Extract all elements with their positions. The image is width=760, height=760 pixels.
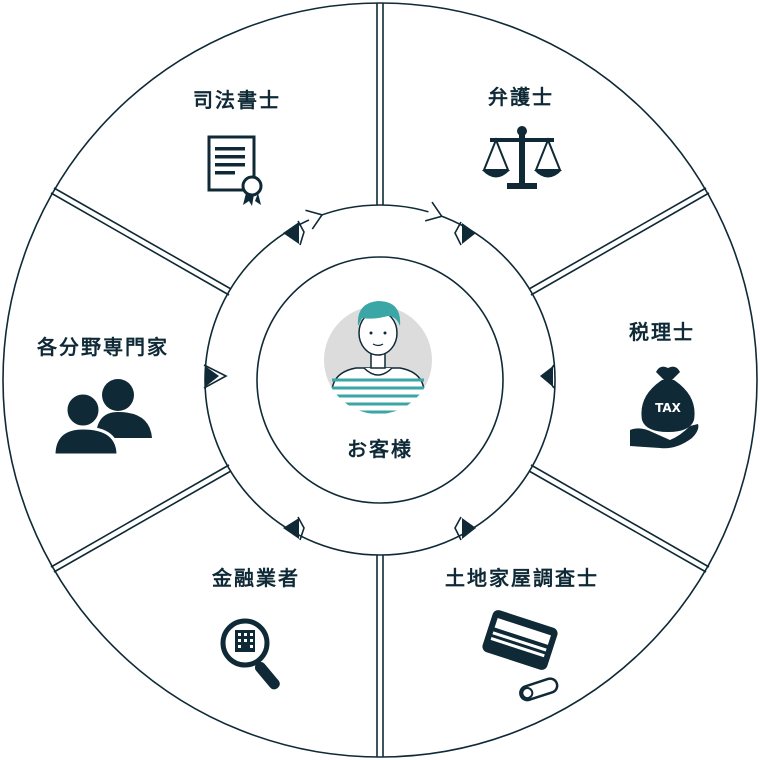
svg-text:TAX: TAX bbox=[655, 401, 682, 415]
segment-label-financial-institution: 金融業者 bbox=[211, 566, 300, 590]
arrow-bottom-right bbox=[462, 518, 476, 539]
arrow-top-right bbox=[462, 223, 476, 244]
segment-label-specialists: 各分野専門家 bbox=[36, 335, 169, 359]
certificate-icon bbox=[207, 135, 263, 206]
arrow-left bbox=[205, 366, 219, 387]
measuring-tape-icon bbox=[482, 610, 559, 702]
building-search-icon bbox=[220, 618, 280, 690]
segment-dividers bbox=[50, 3, 710, 757]
people-group-icon bbox=[52, 379, 152, 457]
arrow-top-left bbox=[283, 222, 299, 244]
segment-label-judicial-scrivener: 司法書士 bbox=[193, 88, 281, 112]
segment-label-land-surveyor: 土地家屋調査士 bbox=[445, 566, 599, 590]
segment-label-tax-accountant: 税理士 bbox=[629, 320, 695, 344]
arrow-notches bbox=[203, 220, 555, 541]
scales-icon bbox=[482, 126, 562, 189]
flow-chevrons bbox=[305, 201, 444, 230]
center-label: お客様 bbox=[347, 437, 413, 461]
arrow-bottom-left bbox=[283, 518, 299, 539]
segment-label-lawyer: 弁護士 bbox=[488, 85, 554, 109]
tax-money-bag-icon: TAX bbox=[630, 366, 699, 449]
